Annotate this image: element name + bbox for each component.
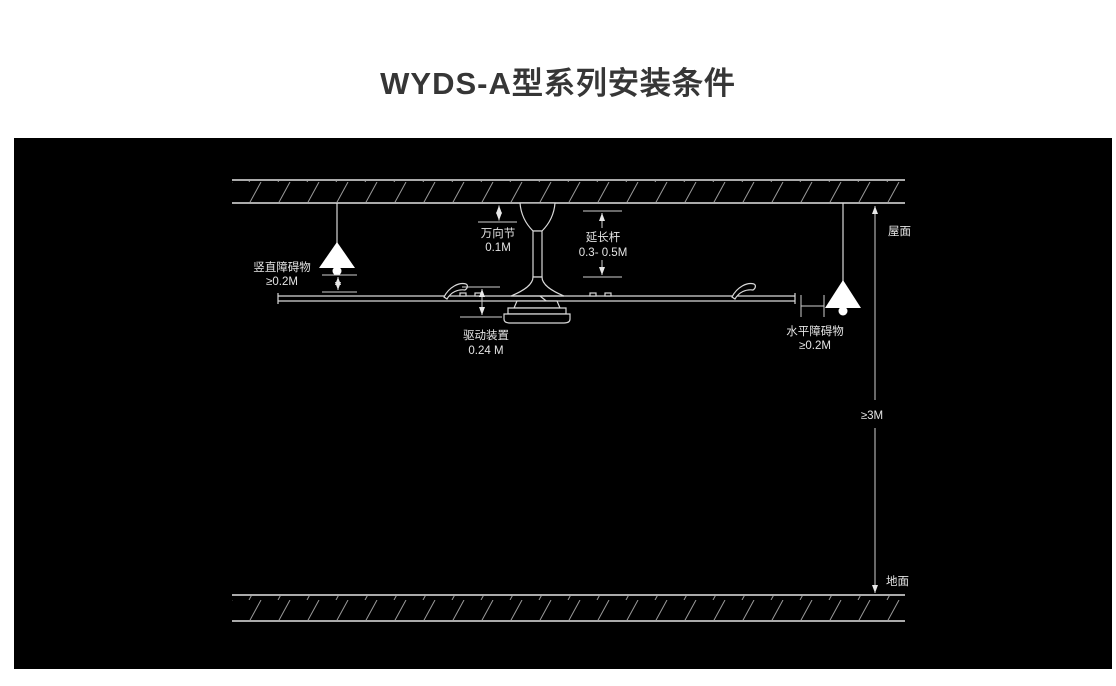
- fan-drive-unit: [503, 295, 571, 324]
- horizontal-obstacle-value: ≥0.2M: [799, 340, 831, 352]
- drive-unit-dimension: 驱动装置 0.24 M: [460, 286, 509, 357]
- extension-rod-dimension: 延长杆 0.3- 0.5M: [579, 210, 628, 278]
- universal-joint-dimension: 万向节 0.1M: [478, 205, 517, 254]
- left-blade-winglet: [443, 282, 468, 300]
- left-lamp-shade: [319, 242, 355, 268]
- blade-clip: [459, 292, 467, 297]
- left-lamp-bulb: [332, 266, 342, 276]
- blade-clip: [589, 292, 597, 297]
- vertical-obstacle-label: 竖直障碍物: [253, 260, 311, 274]
- page-header: WYDS-A型系列安装条件: [0, 58, 1116, 103]
- installation-diagram: 万向节 0.1M 延长杆 0.3- 0.5M 竖直障碍物 ≥0.2M: [232, 179, 911, 622]
- floor-slab: [232, 594, 905, 622]
- right-obstacle-lamp: [825, 203, 861, 316]
- horizontal-obstacle-label: 水平障碍物: [786, 324, 844, 338]
- right-blade-winglet: [731, 282, 756, 300]
- ceiling-fan: [277, 202, 796, 324]
- height-clearance-dimension: ≥3M: [861, 206, 883, 593]
- right-lamp-shade: [825, 280, 861, 308]
- universal-joint-value: 0.1M: [485, 242, 511, 254]
- vertical-obstacle-value: ≥0.2M: [266, 276, 298, 288]
- vertical-obstacle-group: 竖直障碍物 ≥0.2M: [253, 203, 357, 293]
- horizontal-obstacle-group: 水平障碍物 ≥0.2M: [786, 295, 844, 352]
- right-lamp-bulb: [838, 306, 848, 316]
- floor-hatch: [232, 596, 905, 620]
- ground-label: 地面: [886, 575, 909, 588]
- blade-clip: [604, 292, 612, 297]
- fan-ceiling-canopy: [519, 202, 556, 232]
- drive-unit-value: 0.24 M: [468, 345, 503, 357]
- height-clearance-value: ≥3M: [861, 410, 883, 422]
- fan-downrod: [532, 230, 543, 278]
- fan-motor-mount: [510, 276, 565, 297]
- universal-joint-label: 万向节: [481, 226, 516, 240]
- blade-clip: [474, 292, 482, 297]
- extension-rod-value: 0.3- 0.5M: [579, 247, 628, 259]
- ceiling-hatch: [232, 181, 905, 202]
- installation-diagram-panel: 万向节 0.1M 延长杆 0.3- 0.5M 竖直障碍物 ≥0.2M: [14, 138, 1112, 669]
- drive-unit-label: 驱动装置: [463, 329, 509, 342]
- extension-rod-label: 延长杆: [586, 230, 621, 244]
- page-title: WYDS-A型系列安装条件: [380, 66, 736, 101]
- ceiling-slab: [232, 179, 905, 204]
- roof-label: 屋面: [888, 225, 911, 238]
